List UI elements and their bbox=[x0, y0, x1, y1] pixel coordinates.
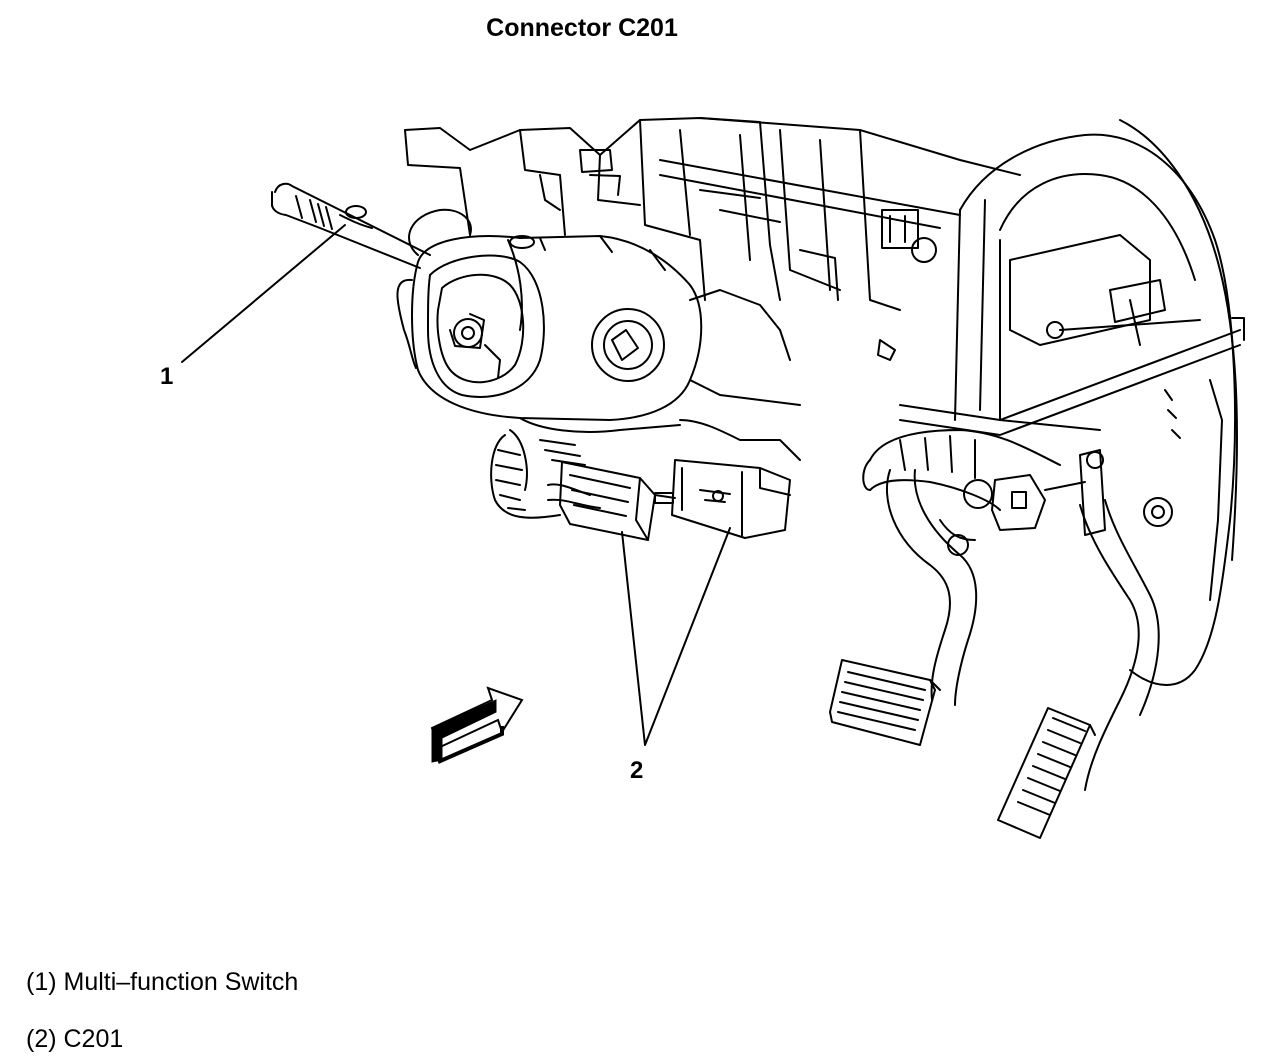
pedal-harness bbox=[862, 429, 1086, 556]
connector-location-illustration: 1 2 bbox=[160, 117, 1245, 839]
brake-pedal bbox=[829, 469, 978, 746]
c201-connector-half-a bbox=[547, 461, 676, 541]
accelerator-pedal bbox=[997, 499, 1160, 839]
kick-panel bbox=[899, 119, 1245, 686]
callout-2-number: 2 bbox=[630, 757, 643, 784]
c201-connector-half-b bbox=[671, 459, 791, 539]
callout-2-leader bbox=[621, 527, 731, 746]
lower-harness bbox=[490, 419, 801, 519]
dash-structure bbox=[404, 117, 1021, 361]
callout-1-leader bbox=[181, 224, 346, 363]
diagram-title: Connector C201 bbox=[486, 14, 678, 42]
callout-1-number: 1 bbox=[160, 363, 173, 390]
multifunction-switch-lever bbox=[271, 182, 431, 269]
view-direction-arrow bbox=[430, 686, 524, 764]
legend-item-1: (1) Multi–function Switch bbox=[26, 968, 299, 996]
steering-column bbox=[396, 208, 801, 433]
legend-item-2: (2) C201 bbox=[26, 1025, 124, 1053]
